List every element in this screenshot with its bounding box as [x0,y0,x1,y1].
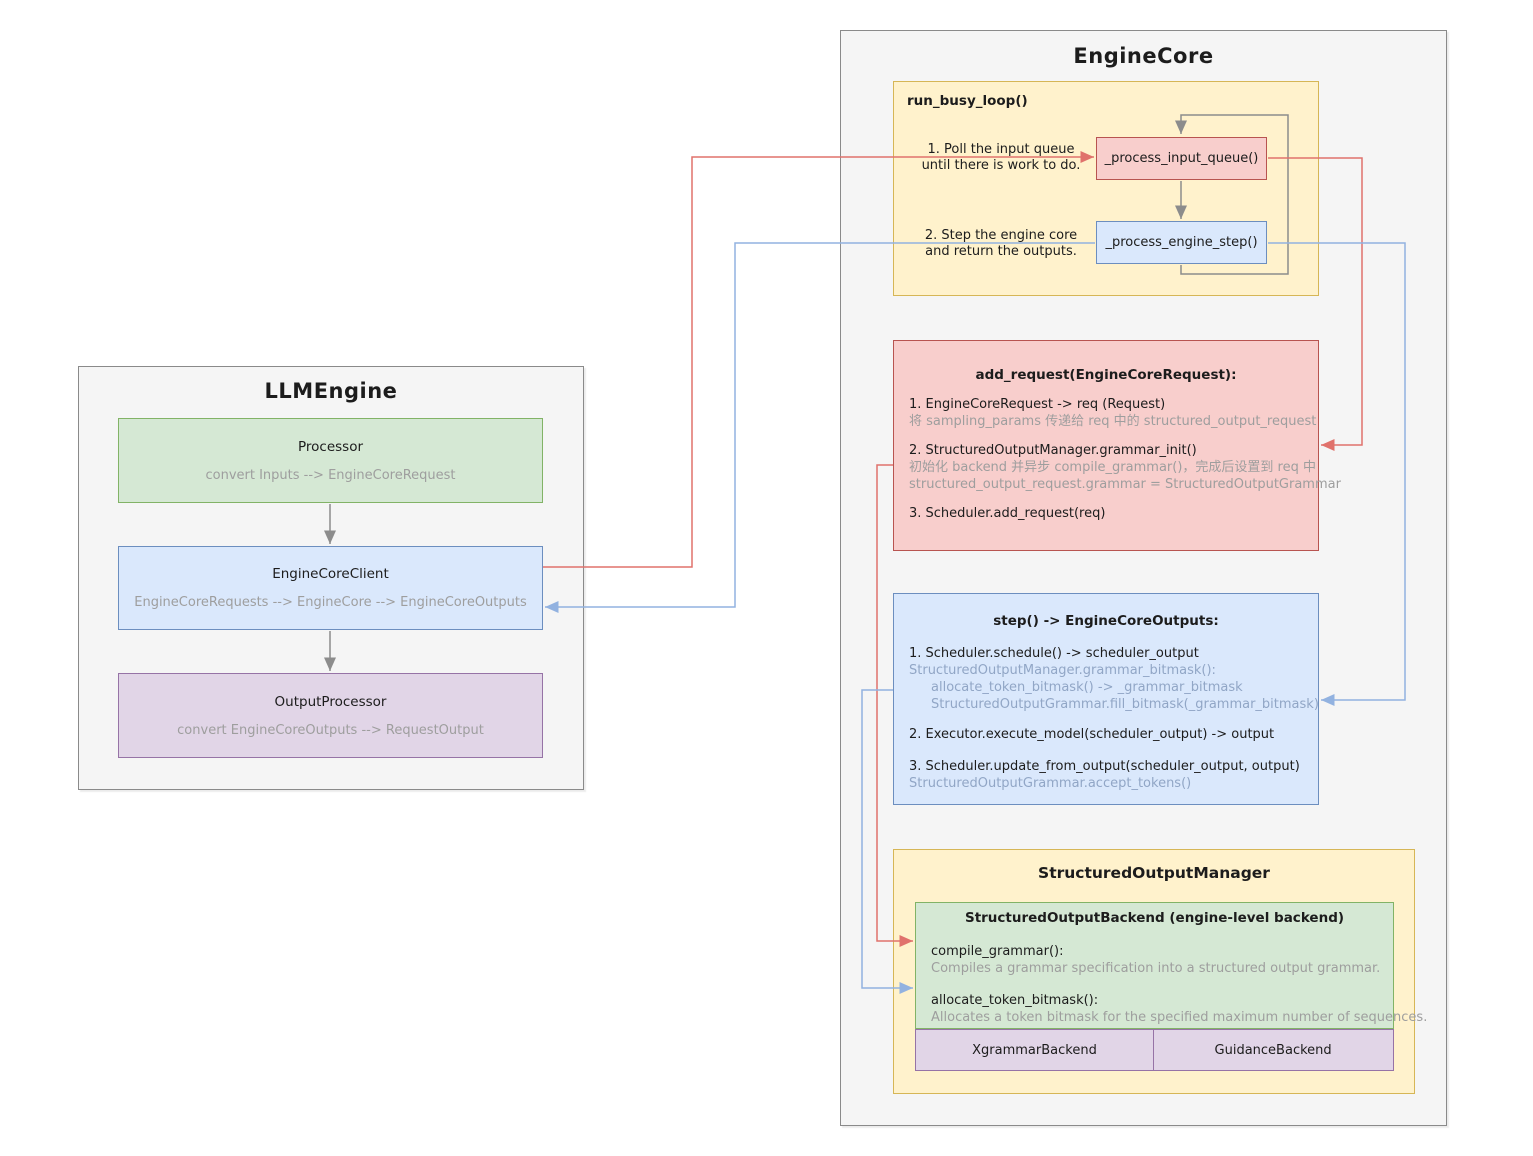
step-line: StructuredOutputGrammar.fill_bitmask(_gr… [931,697,1319,712]
structured-output-manager-title: StructuredOutputManager [1038,864,1270,882]
engine-core-client-title: EngineCoreClient [272,566,389,582]
add-request-line: 将 sampling_params 传递给 req 中的 structured_… [909,414,1317,429]
compile-grammar-label: compile_grammar(): [931,944,1064,959]
add-request-line: 1. EngineCoreRequest -> req (Request) [909,397,1166,412]
add-request-line: structured_output_request.grammar = Stru… [909,477,1341,492]
output-processor-title: OutputProcessor [274,693,387,710]
add-request-box: add_request(EngineCoreRequest): 1. Engin… [893,340,1341,551]
processor-subtitle: convert Inputs --> EngineCoreRequest [205,467,456,483]
step-line: 2. Executor.execute_model(scheduler_outp… [909,727,1275,742]
engine-core-client-box: EngineCoreClient EngineCoreRequests --> … [118,546,543,630]
step-engine-core-label: 2. Step the engine core and return the o… [924,228,1078,259]
engine-core-title: EngineCore [1073,44,1214,68]
step-title: step() -> EngineCoreOutputs: [993,613,1219,629]
add-request-title: add_request(EngineCoreRequest): [975,367,1237,383]
output-processor-subtitle: convert EngineCoreOutputs --> RequestOut… [177,722,484,738]
step-line: 1. Scheduler.schedule() -> scheduler_out… [909,646,1199,661]
poll-input-queue-label: 1. Poll the input queue until there is w… [921,142,1081,173]
add-request-line: 初始化 backend 并异步 compile_grammar()，完成后设置到… [909,460,1316,475]
llm-engine-title: LLMEngine [264,379,398,403]
step-line: 3. Scheduler.update_from_output(schedule… [909,759,1300,774]
processor-box: Processor convert Inputs --> EngineCoreR… [118,418,543,503]
process-engine-step-node: _process_engine_step() [1096,221,1267,264]
allocate-token-bitmask-desc: Allocates a token bitmask for the specif… [931,1010,1428,1025]
structured-output-backend-box: StructuredOutputBackend (engine-level ba… [915,902,1428,1029]
step-line: StructuredOutputGrammar.accept_tokens() [909,776,1192,791]
allocate-token-bitmask-label: allocate_token_bitmask(): [931,993,1099,1008]
compile-grammar-desc: Compiles a grammar specification into a … [931,961,1381,976]
step-line: StructuredOutputManager.grammar_bitmask(… [909,663,1216,678]
process-input-queue-node: _process_input_queue() [1096,137,1267,180]
step-box: step() -> EngineCoreOutputs: 1. Schedule… [893,593,1319,805]
structured-output-backend-title: StructuredOutputBackend (engine-level ba… [964,910,1345,926]
processor-title: Processor [297,438,364,455]
add-request-line: 3. Scheduler.add_request(req) [909,506,1106,521]
guidance-backend-cell: GuidanceBackend [1152,1029,1394,1071]
add-request-line: 2. StructuredOutputManager.grammar_init(… [909,443,1197,458]
output-processor-box: OutputProcessor convert EngineCoreOutput… [118,673,543,758]
run-busy-loop-title: run_busy_loop() [907,93,1028,109]
xgrammar-backend-cell: XgrammarBackend [915,1029,1154,1071]
step-line: allocate_token_bitmask() -> _grammar_bit… [931,680,1243,695]
engine-core-client-subtitle: EngineCoreRequests --> EngineCore --> En… [134,595,527,610]
